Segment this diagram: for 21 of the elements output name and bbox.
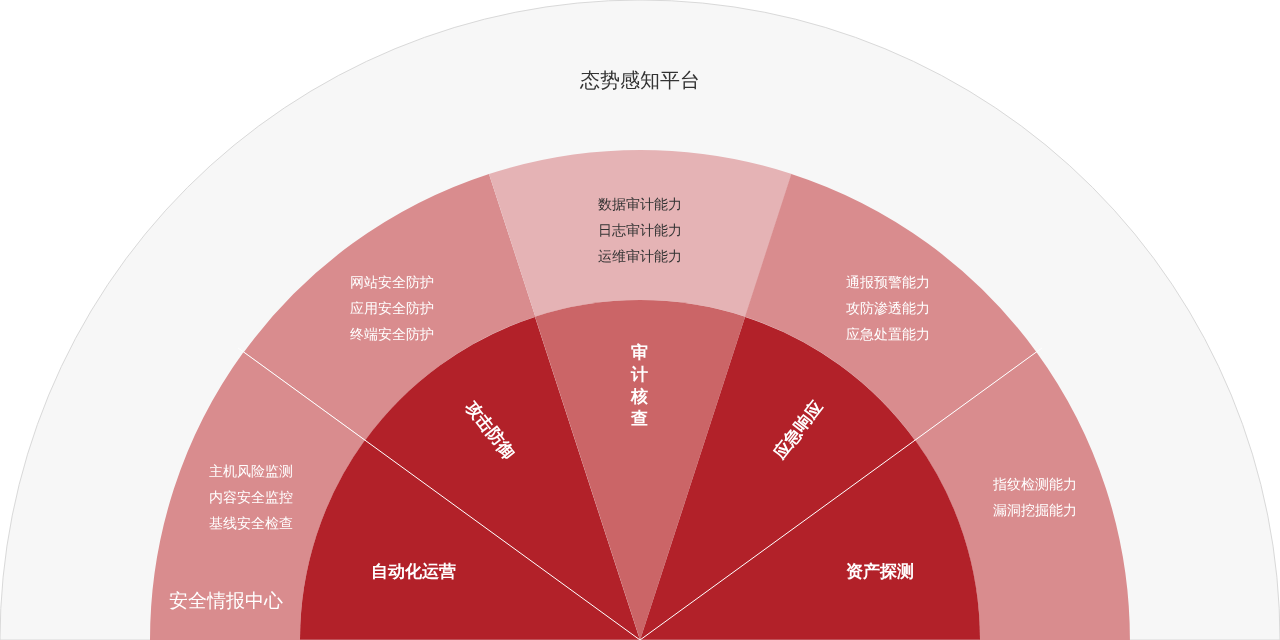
center-label: 安全情报中心 <box>169 589 283 611</box>
capability-label: 内容安全监控 <box>209 490 293 506</box>
capability-label: 攻防渗透能力 <box>846 301 930 317</box>
capability-label: 终端安全防护 <box>350 327 434 343</box>
sector-title: 应急响应 <box>769 397 827 463</box>
capability-label: 主机风险监测 <box>209 464 293 480</box>
capability-label: 运维审计能力 <box>598 249 682 265</box>
platform-title: 态势感知平台 <box>580 69 700 91</box>
capability-label: 漏洞挖掘能力 <box>993 503 1077 519</box>
capability-label: 应用安全防护 <box>350 301 434 317</box>
capability-label: 基线安全检查 <box>209 516 293 532</box>
capability-label: 指纹检测能力 <box>993 477 1077 493</box>
capability-label: 数据审计能力 <box>598 197 682 213</box>
capability-label: 网站安全防护 <box>350 275 434 291</box>
sector-title: 审计核查 <box>631 340 649 430</box>
sector-title: 资产探测 <box>846 561 914 581</box>
sector-title: 自动化运营 <box>370 561 456 581</box>
capability-label: 日志审计能力 <box>598 223 682 239</box>
capability-label: 通报预警能力 <box>846 275 930 291</box>
sector-title: 攻击防御 <box>461 397 519 463</box>
capability-label: 应急处置能力 <box>846 327 930 343</box>
